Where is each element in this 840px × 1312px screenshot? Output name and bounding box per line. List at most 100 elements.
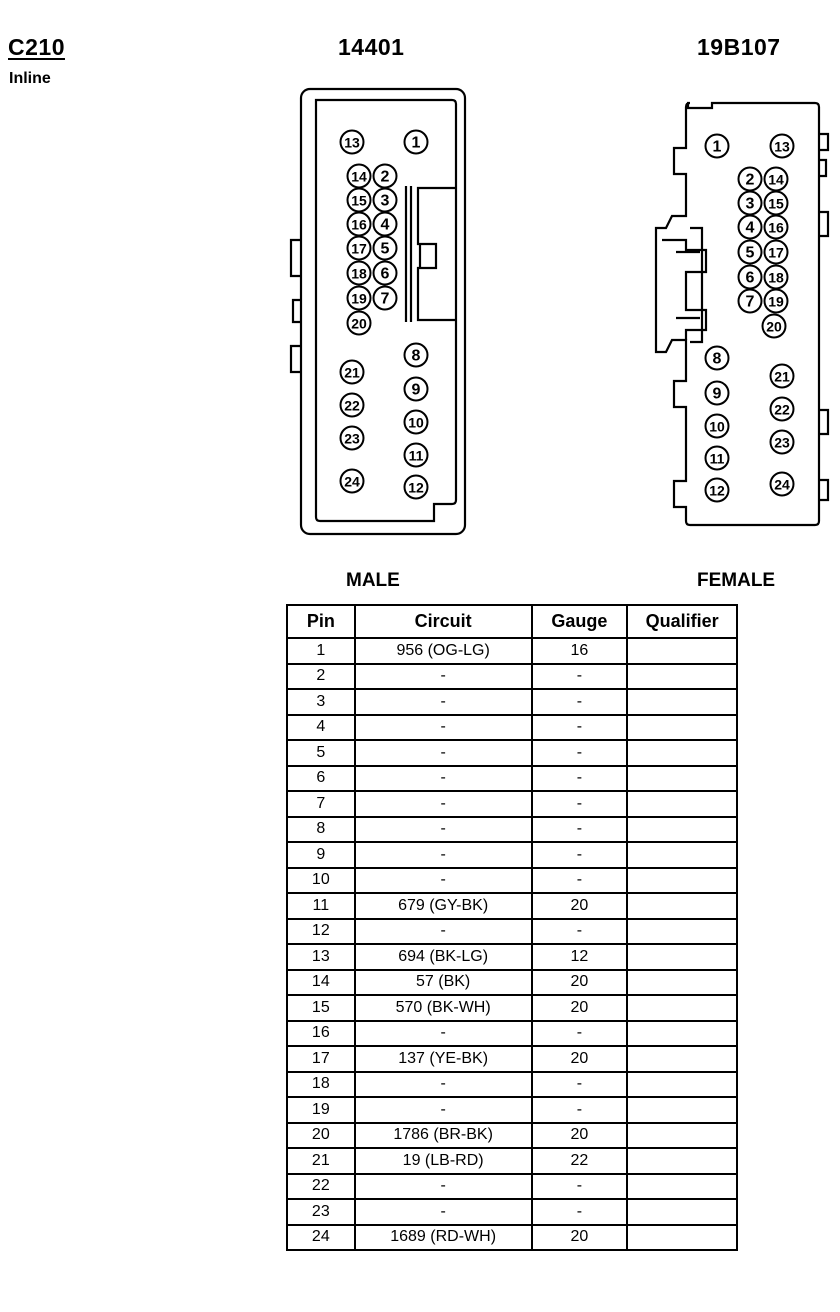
cell-gauge: 20 [530, 968, 629, 996]
female-pin-17-label: 17 [768, 245, 784, 261]
female-pin-14-label: 14 [768, 172, 784, 188]
male-pin-19-circle [346, 285, 372, 311]
cell-qualifier [626, 994, 738, 1022]
female-pin-16-label: 16 [768, 220, 784, 236]
male-pin-8-label: 8 [412, 348, 421, 365]
cell-pin: 8 [286, 815, 356, 843]
cell-qualifier [626, 764, 738, 792]
connector-id: C210 [8, 34, 65, 60]
male-pin-1-circle [403, 129, 429, 155]
cell-qualifier [626, 1070, 738, 1098]
table-row: 9-- [286, 841, 738, 869]
female-pin-7-label: 7 [746, 294, 755, 311]
female-pin-19-circle [763, 288, 789, 314]
table-row: 7-- [286, 790, 738, 818]
female-pin-4-label: 4 [746, 220, 755, 237]
cell-qualifier [626, 1045, 738, 1073]
table-row: 8-- [286, 815, 738, 843]
male-pin-12-circle [403, 474, 429, 500]
male-part-number: 14401 [338, 34, 405, 60]
cell-gauge: - [530, 841, 629, 869]
female-pin-18-label: 18 [768, 270, 784, 286]
female-pin-23-circle [769, 429, 795, 455]
cell-qualifier [626, 739, 738, 767]
header-gauge: Gauge [530, 604, 629, 639]
male-pin-2-label: 2 [381, 169, 390, 186]
cell-qualifier [626, 662, 738, 690]
female-pin-10-label: 10 [709, 419, 725, 435]
cell-pin: 3 [286, 688, 356, 716]
female-pin-22-circle [769, 396, 795, 422]
female-pin-3-label: 3 [746, 196, 755, 213]
cell-circuit: - [353, 1198, 533, 1226]
cell-qualifier [626, 866, 738, 894]
male-pin-6-label: 6 [381, 266, 390, 283]
cell-pin: 10 [286, 866, 356, 894]
cell-gauge: 20 [530, 1045, 629, 1073]
female-pin-4-circle [737, 214, 763, 240]
cell-qualifier [626, 917, 738, 945]
cell-circuit: 19 (LB-RD) [353, 1147, 533, 1175]
male-pin-17-label: 17 [351, 241, 367, 257]
cell-pin: 6 [286, 764, 356, 792]
cell-circuit: 679 (GY-BK) [353, 892, 533, 920]
female-pin-12-label: 12 [709, 483, 725, 499]
cell-circuit: 956 (OG-LG) [353, 637, 533, 665]
cell-circuit: - [353, 662, 533, 690]
female-pin-8-circle [704, 345, 730, 371]
male-pin-5-circle [372, 235, 398, 261]
cell-circuit: - [353, 1070, 533, 1098]
female-pin-21-circle [769, 363, 795, 389]
male-pin-12-label: 12 [408, 480, 424, 496]
cell-pin: 1 [286, 637, 356, 665]
table-row: 19-- [286, 1096, 738, 1124]
female-pin-1-circle [704, 133, 730, 159]
cell-qualifier [626, 1019, 738, 1047]
male-pin-19-label: 19 [351, 291, 367, 307]
cell-pin: 5 [286, 739, 356, 767]
table-row: 23-- [286, 1198, 738, 1226]
cell-pin: 20 [286, 1121, 356, 1149]
male-pin-24-label: 24 [344, 474, 360, 490]
female-pin-11-label: 11 [710, 451, 725, 467]
cell-gauge: 12 [530, 943, 629, 971]
cell-gauge: - [530, 1070, 629, 1098]
female-part-number: 19B107 [697, 34, 781, 60]
header-qualifier: Qualifier [626, 604, 738, 639]
female-pin-22-label: 22 [774, 402, 790, 418]
male-pin-9-label: 9 [412, 382, 421, 399]
table-row: 18-- [286, 1070, 738, 1098]
cell-circuit: 570 (BK-WH) [353, 994, 533, 1022]
cell-pin: 16 [286, 1019, 356, 1047]
male-pin-20-label: 20 [351, 316, 367, 332]
cell-circuit: 694 (BK-LG) [353, 943, 533, 971]
female-connector-housing [654, 101, 830, 527]
male-pin-4-label: 4 [381, 217, 390, 234]
cell-circuit: - [353, 713, 533, 741]
female-pin-17-circle [763, 239, 789, 265]
cell-pin: 2 [286, 662, 356, 690]
female-pin-11-circle [704, 445, 730, 471]
cell-gauge: 20 [530, 1121, 629, 1149]
cell-circuit: 57 (BK) [353, 968, 533, 996]
male-pin-7-label: 7 [381, 291, 390, 308]
female-pin-5-label: 5 [746, 245, 755, 262]
cell-gauge: - [530, 1172, 629, 1200]
table-header-row: Pin Circuit Gauge Qualifier [286, 604, 738, 639]
female-pin-19-label: 19 [768, 294, 784, 310]
male-pin-18-label: 18 [351, 266, 367, 282]
male-pin-5-label: 5 [381, 241, 390, 258]
cell-gauge: 20 [530, 1223, 629, 1251]
male-pin-11-circle [403, 442, 429, 468]
male-pin-23-circle [339, 425, 365, 451]
female-pin-9-label: 9 [713, 386, 722, 403]
male-pin-3-label: 3 [381, 193, 390, 210]
female-pin-6-label: 6 [746, 270, 755, 287]
female-pin-12-circle [704, 477, 730, 503]
cell-gauge: - [530, 815, 629, 843]
male-pin-22-label: 22 [344, 398, 360, 414]
